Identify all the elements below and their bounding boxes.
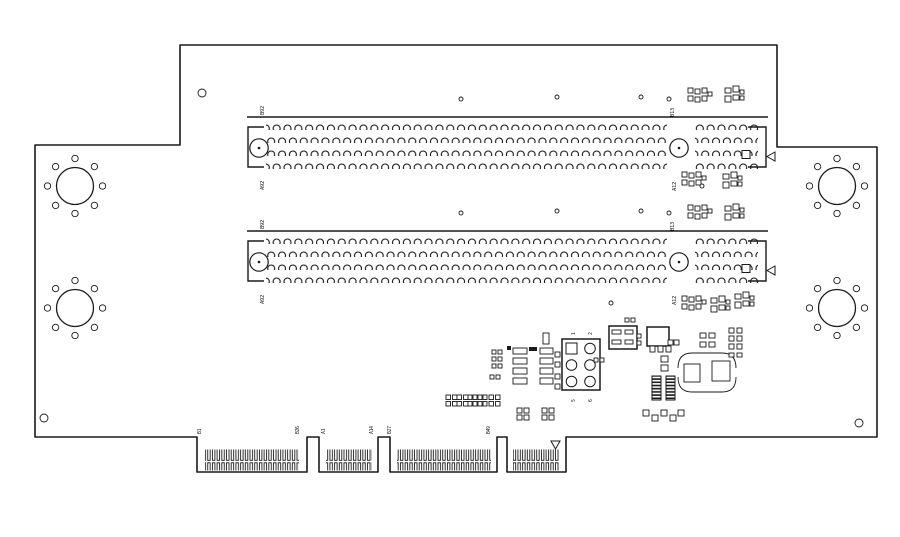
edge-label-tab1-left: B1 [197, 428, 203, 434]
mounting-hole-bottom-right [805, 276, 869, 340]
slot1-label-bottom-left: A92 [260, 181, 266, 190]
crystal-footprint [677, 352, 737, 393]
capacitor-pad-clusters [516, 407, 555, 421]
slot1-label-top-left: B92 [260, 106, 266, 115]
slot2-label-key-bottom: A12 [672, 296, 678, 305]
edge-connector-tabs: B1 B26 A1 A14 B27 B49 [197, 426, 561, 471]
via [699, 183, 705, 189]
slot2-label-key-top: B13 [670, 222, 676, 231]
mounting-hole-top-left [43, 154, 107, 218]
power-pin5-label: 5 [571, 399, 577, 402]
slot2-label-top-left: B92 [260, 220, 266, 229]
passive-pads-left-of-soic [489, 349, 503, 380]
slot2-label-bottom-left: A92 [260, 295, 266, 304]
mounting-hole-bottom-left [43, 276, 107, 340]
slot1-pin1-triangle-icon [765, 151, 776, 162]
tooling-hole [39, 413, 49, 423]
decoupling-pad-band-slot1-bottom [681, 171, 743, 189]
edge-label-tab2-left: A1 [321, 428, 327, 434]
tooling-hole [197, 88, 207, 98]
pin1-mark [529, 347, 537, 351]
tooling-hole [854, 418, 864, 428]
board-outline [34, 44, 878, 473]
slot-connector-2: B92 A92 B13 A12 [247, 210, 776, 305]
edge-label-tab3-left: B27 [387, 426, 393, 434]
via [666, 96, 672, 102]
resistor-pad-grids [699, 327, 743, 358]
soic8-footprint [507, 332, 554, 385]
regulator-footprint [636, 326, 680, 372]
decoupling-pad-band-slot2-top [687, 203, 745, 221]
edge-label-tab1-right: B26 [295, 426, 301, 434]
capacitor-pad-row [445, 394, 501, 407]
mounting-hole-top-right [805, 154, 869, 218]
power-pin1-square-pad [565, 342, 578, 355]
edge-fingers-tab1 [205, 449, 299, 471]
sop-footprints [651, 375, 676, 401]
slot2-pin1-square-pad [741, 264, 751, 273]
edge-pin1-triangle-icon [550, 440, 561, 451]
power-pin2-label: 2 [588, 332, 594, 335]
slot1-label-key-top: B13 [670, 108, 676, 117]
decoupling-pad-band-slot1-top [687, 85, 745, 103]
smt-connector-footprint [608, 317, 638, 350]
slot-connector-1: B92 A92 B13 A12 [247, 96, 776, 191]
edge-label-tab2-right: A14 [369, 426, 375, 434]
slot2-pin1-triangle-icon [765, 265, 776, 276]
scattered-vias [458, 94, 644, 306]
decoupling-pad-band-slot2-bottom [681, 291, 755, 313]
edge-fingers-tab3 [397, 449, 491, 471]
power-connector-footprint: 1 2 5 6 [554, 332, 605, 402]
power-pin1-label: 1 [571, 332, 577, 335]
power-pin6-label: 6 [588, 399, 594, 402]
slot1-label-key-bottom: A12 [672, 182, 678, 191]
edge-fingers-tab4 [513, 449, 559, 471]
via [666, 210, 672, 216]
staggered-pad-row [642, 409, 685, 422]
edge-label-tab3-right: B49 [486, 426, 492, 434]
edge-fingers-tab2 [326, 449, 372, 471]
slot1-pin1-square-pad [741, 150, 751, 159]
